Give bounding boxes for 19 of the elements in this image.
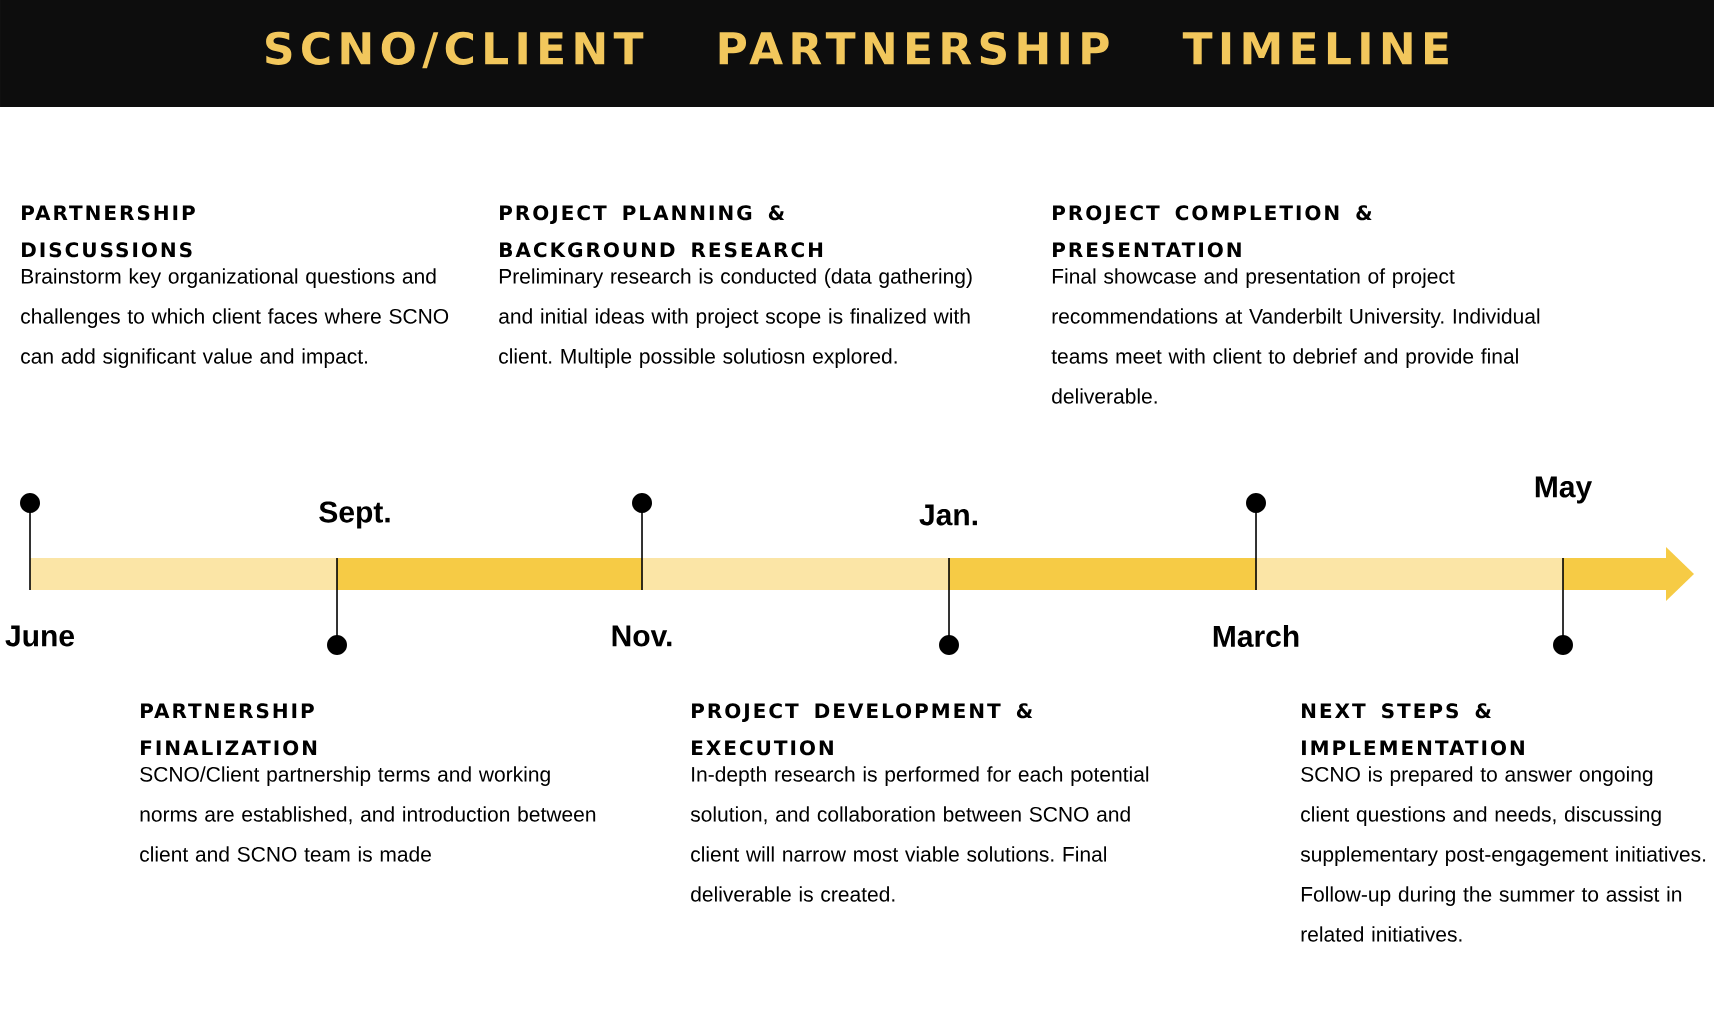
milestone-heading: PROJECT PLANNING & BACKGROUND RESEARCH [500,205,823,258]
month-label: Nov. [612,625,672,647]
month-label: June [5,625,74,647]
month-label: Sept. [319,501,390,529]
milestone-description: In-depth research is performed for each potential solution, and collaboration between SCNO and client will narrow most viable solutions. Final deliverable is created. [690,766,1149,902]
milestone-heading: PROJECT COMPLETION & PRESENTATION [1053,205,1372,258]
milestone-description: Preliminary research is conducted (data gathering) and initial ideas with project scope is finalized with client. Multiple possible solutiosn explored. [499,268,972,368]
milestone-description: SCNO is prepared to answer ongoing client questions and needs, discussing supplementary post-engagement initiatives. Follow-up during the summer to assist in related initiatives. [1300,766,1706,942]
milestone-heading: PROJECT DEVELOPMENT & EXECUTION [692,703,1033,756]
milestone-description: Final showcase and presentation of project recommendations at Vanderbilt University. Individual teams meet with client to debrief and provide final deliverable. [1051,268,1540,404]
milestone-heading: PARTNERSHIP DISCUSSIONS [22,205,195,258]
title: SCNO/CLIENT PARTNERSHIP TIMELINE [266,31,1448,69]
month-label: March [1213,625,1299,647]
milestone-heading: NEXT STEPS & IMPLEMENTATION [1302,703,1524,756]
milestone-description: SCNO/Client partnership terms and working norms are established, and introduction between client and SCNO team is made [140,766,596,862]
milestone-description: Brainstorm key organizational questions and challenges to which client faces where SCNO can add significant value and impact. [21,268,449,368]
month-label: May [1535,476,1593,504]
milestone-heading: PARTNERSHIP FINALIZATION [141,703,317,756]
month-label: Jan. [919,504,977,526]
